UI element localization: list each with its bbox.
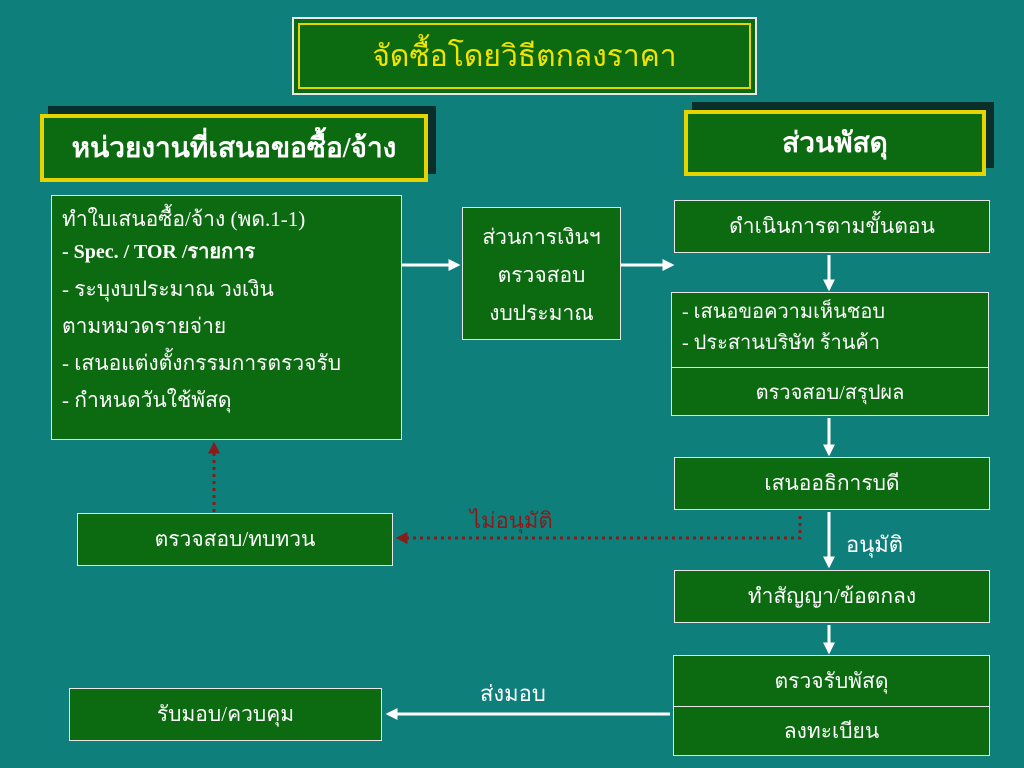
propose-director-text: เสนออธิการบดี	[764, 471, 900, 495]
proposal-box: - เสนอขอความเห็นชอบ - ประสานบริษัท ร้านค…	[671, 292, 989, 416]
request-line: - กำหนดวันใช้พัสดุ	[62, 388, 232, 412]
request-line: - Spec. / TOR /รายการ	[62, 241, 256, 263]
receive-box: รับมอบ/ควบคุม	[69, 688, 382, 741]
title-inner: จัดซื้อโดยวิธีตกลงราคา	[298, 23, 751, 89]
check-summary-text: ตรวจสอบ/สรุปผล	[755, 382, 905, 404]
finance-line: ตรวจสอบ	[497, 263, 586, 287]
finance-box: ส่วนการเงินฯ ตรวจสอบ งบประมาณ	[462, 207, 621, 340]
request-line: - เสนอแต่งตั้งกรรมการตรวจรับ	[62, 351, 342, 375]
finance-line: ส่วนการเงินฯ	[482, 225, 601, 249]
review-text: ตรวจสอบ/ทบทวน	[154, 527, 316, 551]
request-box: ทำใบเสนอซื้อ/จ้าง (พด.1-1) - Spec. / TOR…	[51, 195, 402, 440]
deliver-label: ส่งมอบ	[480, 681, 546, 706]
propose-director-box: เสนออธิการบดี	[674, 457, 990, 510]
check-summary-cell: ตรวจสอบ/สรุปผล	[672, 367, 988, 416]
right-header-text: ส่วนพัสดุ	[782, 128, 888, 159]
contract-text: ทำสัญญา/ข้อตกลง	[747, 584, 917, 608]
review-box: ตรวจสอบ/ทบทวน	[77, 513, 393, 566]
request-line: - ระบุงบประมาณ วงเงิน	[62, 277, 274, 301]
inspect-register-box: ตรวจรับพัสดุ ลงทะเบียน	[673, 655, 990, 756]
request-line: ตามหมวดรายจ่าย	[62, 314, 227, 338]
left-header: หน่วยงานที่เสนอขอซื้อ/จ้าง	[40, 114, 428, 182]
procedure-box: ดำเนินการตามขั้นตอน	[674, 200, 990, 253]
register-text: ลงทะเบียน	[783, 719, 880, 743]
proposal-lines: - เสนอขอความเห็นชอบ - ประสานบริษัท ร้านค…	[672, 293, 988, 367]
left-header-text: หน่วยงานที่เสนอขอซื้อ/จ้าง	[71, 133, 397, 164]
proposal-line: - เสนอขอความเห็นชอบ	[682, 301, 886, 323]
procedure-text: ดำเนินการตามขั้นตอน	[729, 214, 935, 238]
proposal-line: - ประสานบริษัท ร้านค้า	[682, 332, 881, 354]
inspect-text: ตรวจรับพัสดุ	[774, 668, 889, 693]
right-header: ส่วนพัสดุ	[684, 110, 986, 176]
request-line: ทำใบเสนอซื้อ/จ้าง (พด.1-1)	[62, 207, 306, 231]
register-cell: ลงทะเบียน	[674, 706, 989, 756]
arrow-not-approved	[395, 516, 802, 544]
approved-label: อนุมัติ	[846, 532, 904, 557]
not-approved-label: ไม่อนุมัติ	[470, 508, 553, 533]
inspect-cell: ตรวจรับพัสดุ	[674, 656, 989, 706]
page-title: จัดซื้อโดยวิธีตกลงราคา	[372, 39, 677, 73]
title-box: จัดซื้อโดยวิธีตกลงราคา	[292, 17, 757, 95]
receive-text: รับมอบ/ควบคุม	[156, 702, 295, 726]
contract-box: ทำสัญญา/ข้อตกลง	[674, 570, 990, 623]
finance-line: งบประมาณ	[489, 301, 594, 325]
